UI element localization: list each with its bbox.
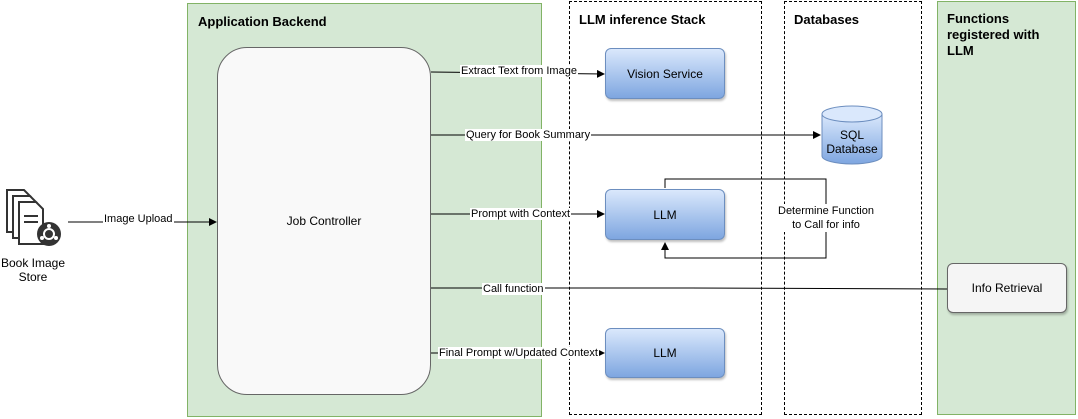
edge-label-final-prompt: Final Prompt w/Updated Context	[438, 347, 599, 359]
sql-database-node	[820, 104, 884, 166]
edge-label-query-summary: Query for Book Summary	[465, 129, 592, 141]
database-cylinder-icon	[821, 105, 883, 165]
book-image-store-label-line2: Store	[18, 270, 48, 284]
llm-node-1: LLM	[605, 189, 725, 240]
edge-label-call-function: Call function	[482, 283, 545, 295]
edge-label-extract-text: Extract Text from Image	[460, 65, 578, 77]
vision-service-node: Vision Service	[605, 48, 725, 99]
sql-database-label: SQL Database	[820, 128, 884, 156]
llm-node-2: LLM	[605, 328, 725, 378]
sql-database-label-line2: Database	[826, 142, 878, 156]
functions-title-line1: Functions	[947, 11, 1010, 26]
llm-node-2-label: LLM	[653, 346, 677, 360]
job-controller-node: Job Controller	[217, 47, 431, 395]
document-stack-icon	[6, 189, 61, 246]
info-retrieval-label: Info Retrieval	[971, 281, 1043, 295]
functions-title-line3: LLM	[947, 43, 974, 58]
edge-label-image-upload: Image Upload	[103, 213, 174, 225]
book-image-store-label-line1: Book Image	[0, 256, 66, 270]
job-controller-label: Job Controller	[286, 214, 362, 228]
book-image-store-label: Book Image Store	[0, 256, 66, 284]
vision-service-label: Vision Service	[627, 66, 703, 81]
info-retrieval-node: Info Retrieval	[947, 263, 1067, 313]
determine-function-label-line1: Determine Function	[778, 205, 874, 217]
application-backend-title: Application Backend	[198, 14, 327, 29]
llm-node-1-label: LLM	[653, 207, 677, 222]
determine-function-label-line2: to Call for info	[792, 219, 860, 231]
llm-stack-title: LLM inference Stack	[579, 12, 706, 27]
edge-label-prompt-context: Prompt with Context	[470, 208, 572, 220]
functions-title: Functions registered with LLM	[947, 11, 1039, 59]
functions-title-line2: registered with	[947, 27, 1040, 42]
databases-title: Databases	[794, 12, 860, 27]
book-image-store-node	[4, 188, 66, 248]
sql-database-label-line1: SQL	[839, 128, 864, 142]
determine-function-label: Determine Function to Call for info	[770, 204, 882, 232]
functions-panel	[937, 1, 1076, 415]
